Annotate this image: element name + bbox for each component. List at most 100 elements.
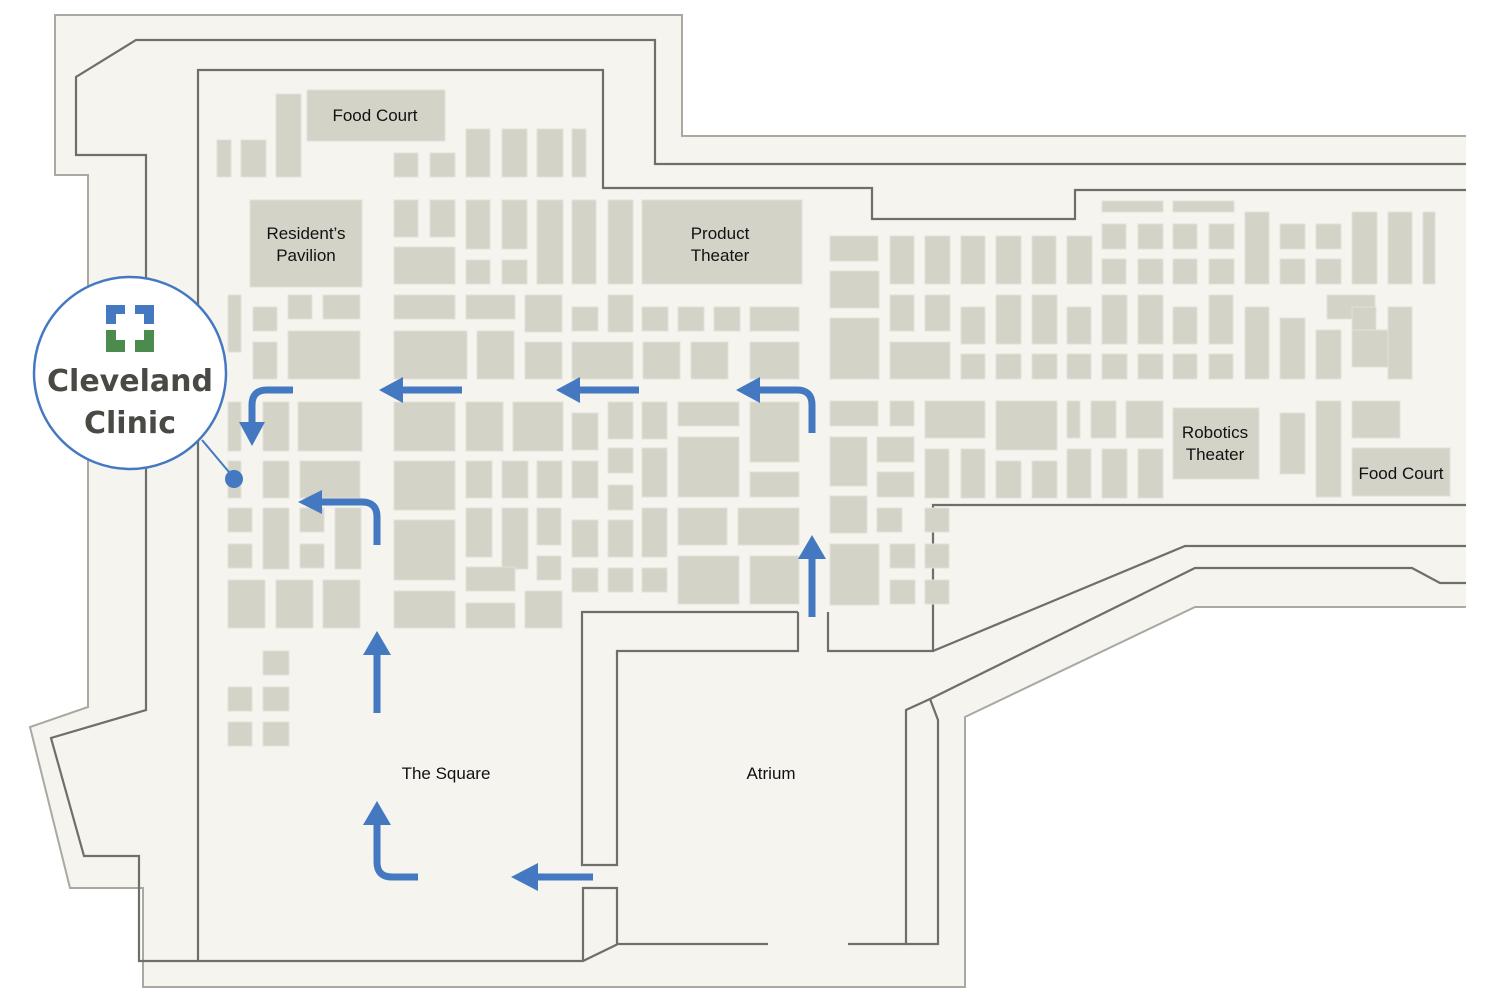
booth	[1125, 400, 1164, 439]
booth	[607, 567, 634, 593]
booth	[713, 306, 741, 332]
booth	[287, 294, 313, 320]
booth	[1031, 460, 1058, 499]
booth	[465, 507, 493, 558]
booth	[571, 306, 599, 332]
booth	[1137, 353, 1164, 380]
booth	[829, 317, 880, 380]
label-the-square: The Square	[402, 764, 491, 783]
arrow-turn-up-square	[363, 801, 418, 881]
booth	[737, 507, 800, 546]
east-corridor-wall-inner-2	[906, 698, 940, 946]
booth	[749, 471, 800, 498]
brand-name-line1: Cleveland	[47, 364, 213, 399]
east-corridor-wall-inner	[848, 566, 1466, 946]
booth	[1090, 400, 1117, 439]
booth	[393, 330, 468, 380]
booth	[501, 460, 529, 499]
booth	[536, 555, 562, 581]
booth	[536, 507, 562, 546]
booth	[924, 507, 950, 533]
booth	[889, 579, 916, 605]
brand-name-line2: Clinic	[84, 406, 176, 441]
booth	[829, 270, 880, 309]
booth	[1315, 223, 1342, 250]
booth	[227, 686, 253, 712]
booth	[524, 590, 563, 629]
booth	[1137, 448, 1164, 499]
booth	[995, 353, 1022, 380]
booth	[607, 519, 634, 558]
booth	[1387, 211, 1413, 285]
booth	[322, 579, 361, 629]
booth	[227, 507, 253, 533]
booth	[889, 543, 916, 569]
booth	[1208, 258, 1235, 285]
booth	[1172, 223, 1198, 250]
callout-leader-line	[201, 439, 235, 479]
booth	[275, 93, 302, 178]
booth	[995, 400, 1058, 451]
booth	[995, 460, 1022, 499]
booth	[1351, 329, 1390, 368]
booth	[227, 721, 253, 747]
booth	[393, 294, 456, 320]
booth	[252, 341, 278, 380]
label-robotics-theater-1: Robotics	[1182, 423, 1248, 442]
booth	[1137, 258, 1164, 285]
booth	[1244, 211, 1270, 285]
booth	[677, 306, 705, 332]
booth	[829, 543, 880, 606]
booth	[1172, 258, 1198, 285]
area-labels: Food Court Resident’s Pavilion Product T…	[266, 106, 1443, 783]
cleveland-clinic-callout[interactable]: Cleveland Clinic	[32, 275, 243, 488]
booth	[512, 401, 564, 452]
booth	[924, 294, 951, 332]
label-product-theater-1: Product	[691, 224, 750, 243]
booth	[829, 235, 879, 262]
booth	[306, 89, 446, 142]
booth	[1031, 294, 1058, 345]
booth	[1315, 258, 1342, 285]
booth	[1137, 294, 1164, 345]
booth	[1279, 317, 1306, 380]
booth	[262, 686, 290, 712]
booth	[829, 400, 879, 427]
booth	[642, 341, 681, 380]
booth	[429, 199, 456, 238]
booth	[1208, 223, 1235, 250]
booth	[1279, 412, 1306, 475]
booth	[876, 436, 915, 463]
booth	[571, 128, 587, 178]
booth	[641, 507, 668, 558]
booth	[677, 436, 740, 498]
arrow-up-east	[798, 535, 826, 617]
booth	[465, 460, 493, 499]
booth	[536, 199, 564, 285]
booth	[227, 401, 242, 452]
booth	[889, 294, 915, 332]
booth	[465, 128, 491, 178]
booth	[677, 555, 740, 605]
booth	[262, 721, 290, 747]
booth	[889, 400, 915, 427]
booth	[393, 401, 456, 452]
booth	[607, 484, 634, 511]
booth	[536, 128, 564, 178]
booth	[393, 519, 456, 581]
booth-location-marker[interactable]	[225, 470, 243, 488]
booth	[829, 436, 868, 487]
booth	[465, 602, 516, 629]
booth	[960, 448, 986, 499]
label-residents-pavilion-1: Resident’s	[266, 224, 345, 243]
booth	[677, 401, 740, 427]
booth	[1351, 447, 1451, 497]
booth	[1351, 211, 1378, 285]
booth	[465, 259, 491, 285]
hall-wall-north	[196, 68, 1466, 961]
booth	[889, 341, 951, 380]
booth	[1101, 223, 1127, 250]
booth	[262, 507, 290, 570]
booth	[465, 401, 504, 452]
